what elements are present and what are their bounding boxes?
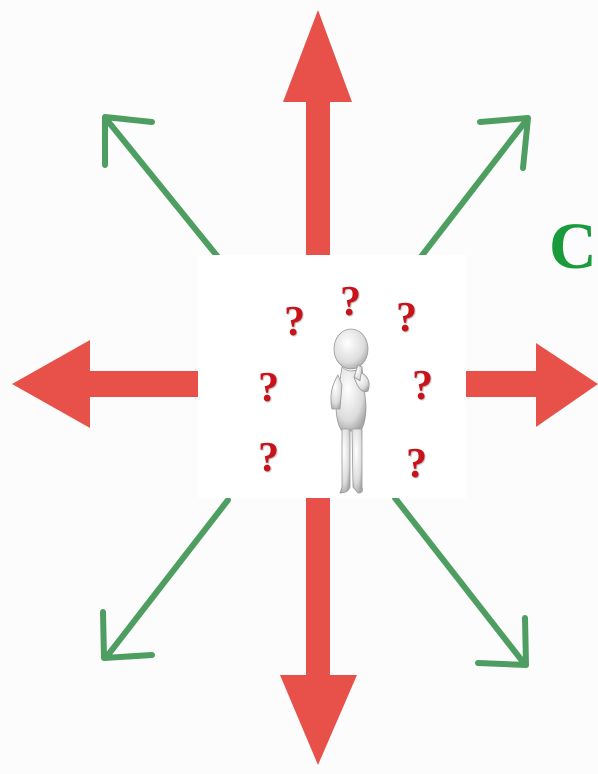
question-mark-icon: ? — [406, 443, 427, 485]
arrow-right-icon — [462, 343, 598, 427]
arrow-up-left-icon — [105, 117, 222, 262]
corner-letter: C — [549, 214, 597, 280]
arrow-up-right-icon — [420, 118, 528, 258]
question-mark-icon: ? — [258, 367, 279, 409]
question-mark-icon: ? — [412, 365, 433, 407]
arrow-left-icon — [12, 340, 202, 428]
arrow-down-icon — [280, 495, 357, 765]
arrow-down-right-icon — [395, 498, 526, 665]
arrow-down-left-icon — [103, 500, 228, 658]
question-mark-icon: ? — [284, 301, 305, 343]
question-mark-icon: ? — [340, 281, 361, 323]
center-image-panel: ? ? ? ? ? ? ? — [198, 255, 466, 498]
thinking-person-icon — [320, 327, 382, 497]
arrow-up-icon — [283, 10, 352, 260]
question-mark-icon: ? — [396, 297, 417, 339]
question-mark-icon: ? — [258, 437, 279, 479]
